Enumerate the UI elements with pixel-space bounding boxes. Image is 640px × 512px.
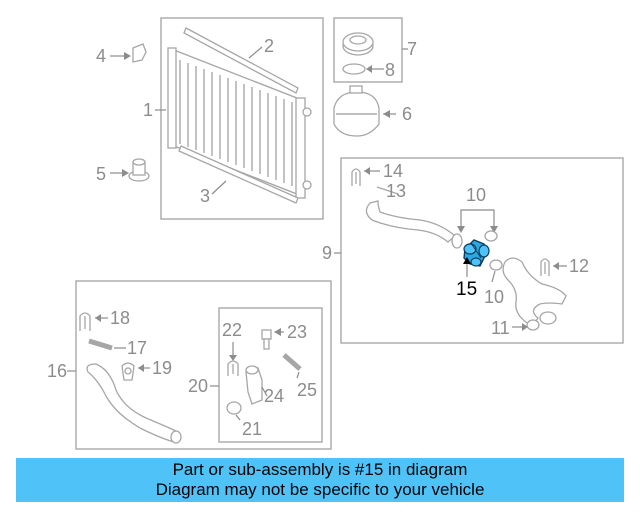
- hose-group-box-16: [75, 280, 332, 450]
- callout-23: 23: [287, 322, 307, 342]
- callout-15: 15: [456, 279, 477, 300]
- oring-10-lower: [489, 259, 503, 271]
- oring-11: [526, 319, 540, 331]
- radiator: [167, 47, 312, 199]
- sensor-23: [261, 329, 272, 350]
- callout-6: 6: [402, 104, 412, 124]
- callout-4: 4: [96, 46, 106, 66]
- callout-13: 13: [386, 181, 406, 201]
- callout-16: 16: [47, 361, 67, 381]
- callout-2: 2: [264, 36, 274, 56]
- callout-12: 12: [569, 256, 589, 276]
- callout-10-top: 10: [466, 185, 486, 205]
- clamp-17: [88, 338, 113, 351]
- callout-25: 25: [297, 380, 317, 400]
- clamp-18: [79, 312, 91, 331]
- cap-part: [342, 32, 374, 56]
- callout-14: 14: [383, 161, 403, 181]
- hose-16: [86, 363, 179, 443]
- caption-line-2: Diagram may not be specific to your vehi…: [155, 480, 485, 499]
- radiator-group-box: [160, 17, 324, 220]
- callout-9: 9: [322, 243, 332, 263]
- clamp-25: [282, 353, 302, 371]
- callout-8: 8: [385, 60, 395, 80]
- lower-pipe: [502, 257, 567, 327]
- hose-group-box-20: [218, 307, 323, 443]
- callout-1: 1: [143, 100, 153, 120]
- thermostat-housing-15: [463, 239, 490, 267]
- callout-5: 5: [96, 164, 106, 184]
- cap-seal: [342, 63, 366, 75]
- callout-3: 3: [200, 186, 210, 206]
- callout-19: 19: [152, 358, 172, 378]
- oring-10-left: [451, 233, 463, 249]
- hose-group-box: [340, 157, 624, 344]
- clamp-12: [540, 258, 550, 276]
- bracket-part: [132, 43, 147, 63]
- cap-group-box: [333, 17, 403, 83]
- fitting-19: [121, 362, 135, 381]
- coolant-reservoir: [333, 85, 380, 137]
- callout-22: 22: [222, 320, 242, 340]
- callout-24: 24: [264, 386, 284, 406]
- radiator-seal-upper: [183, 27, 299, 94]
- caption-line-1: Part or sub-assembly is #15 in diagram: [172, 460, 468, 479]
- callout-20: 20: [188, 376, 208, 396]
- caption-banner: Part or sub-assembly is #15 in diagram D…: [16, 458, 624, 502]
- clamp-22: [227, 360, 239, 376]
- oring-21: [226, 401, 242, 415]
- callout-18: 18: [110, 308, 130, 328]
- callout-7: 7: [407, 39, 417, 59]
- radiator-seal-lower: [178, 145, 299, 204]
- mount-part: [128, 158, 150, 182]
- upper-hose: [365, 200, 456, 243]
- callout-21: 21: [242, 419, 262, 439]
- oring-10-right: [484, 230, 498, 242]
- callout-11: 11: [491, 318, 510, 338]
- callout-10-bottom: 10: [484, 287, 504, 307]
- callout-17: 17: [127, 338, 147, 358]
- clamp-14: [351, 168, 361, 186]
- clamp-13: [376, 186, 399, 195]
